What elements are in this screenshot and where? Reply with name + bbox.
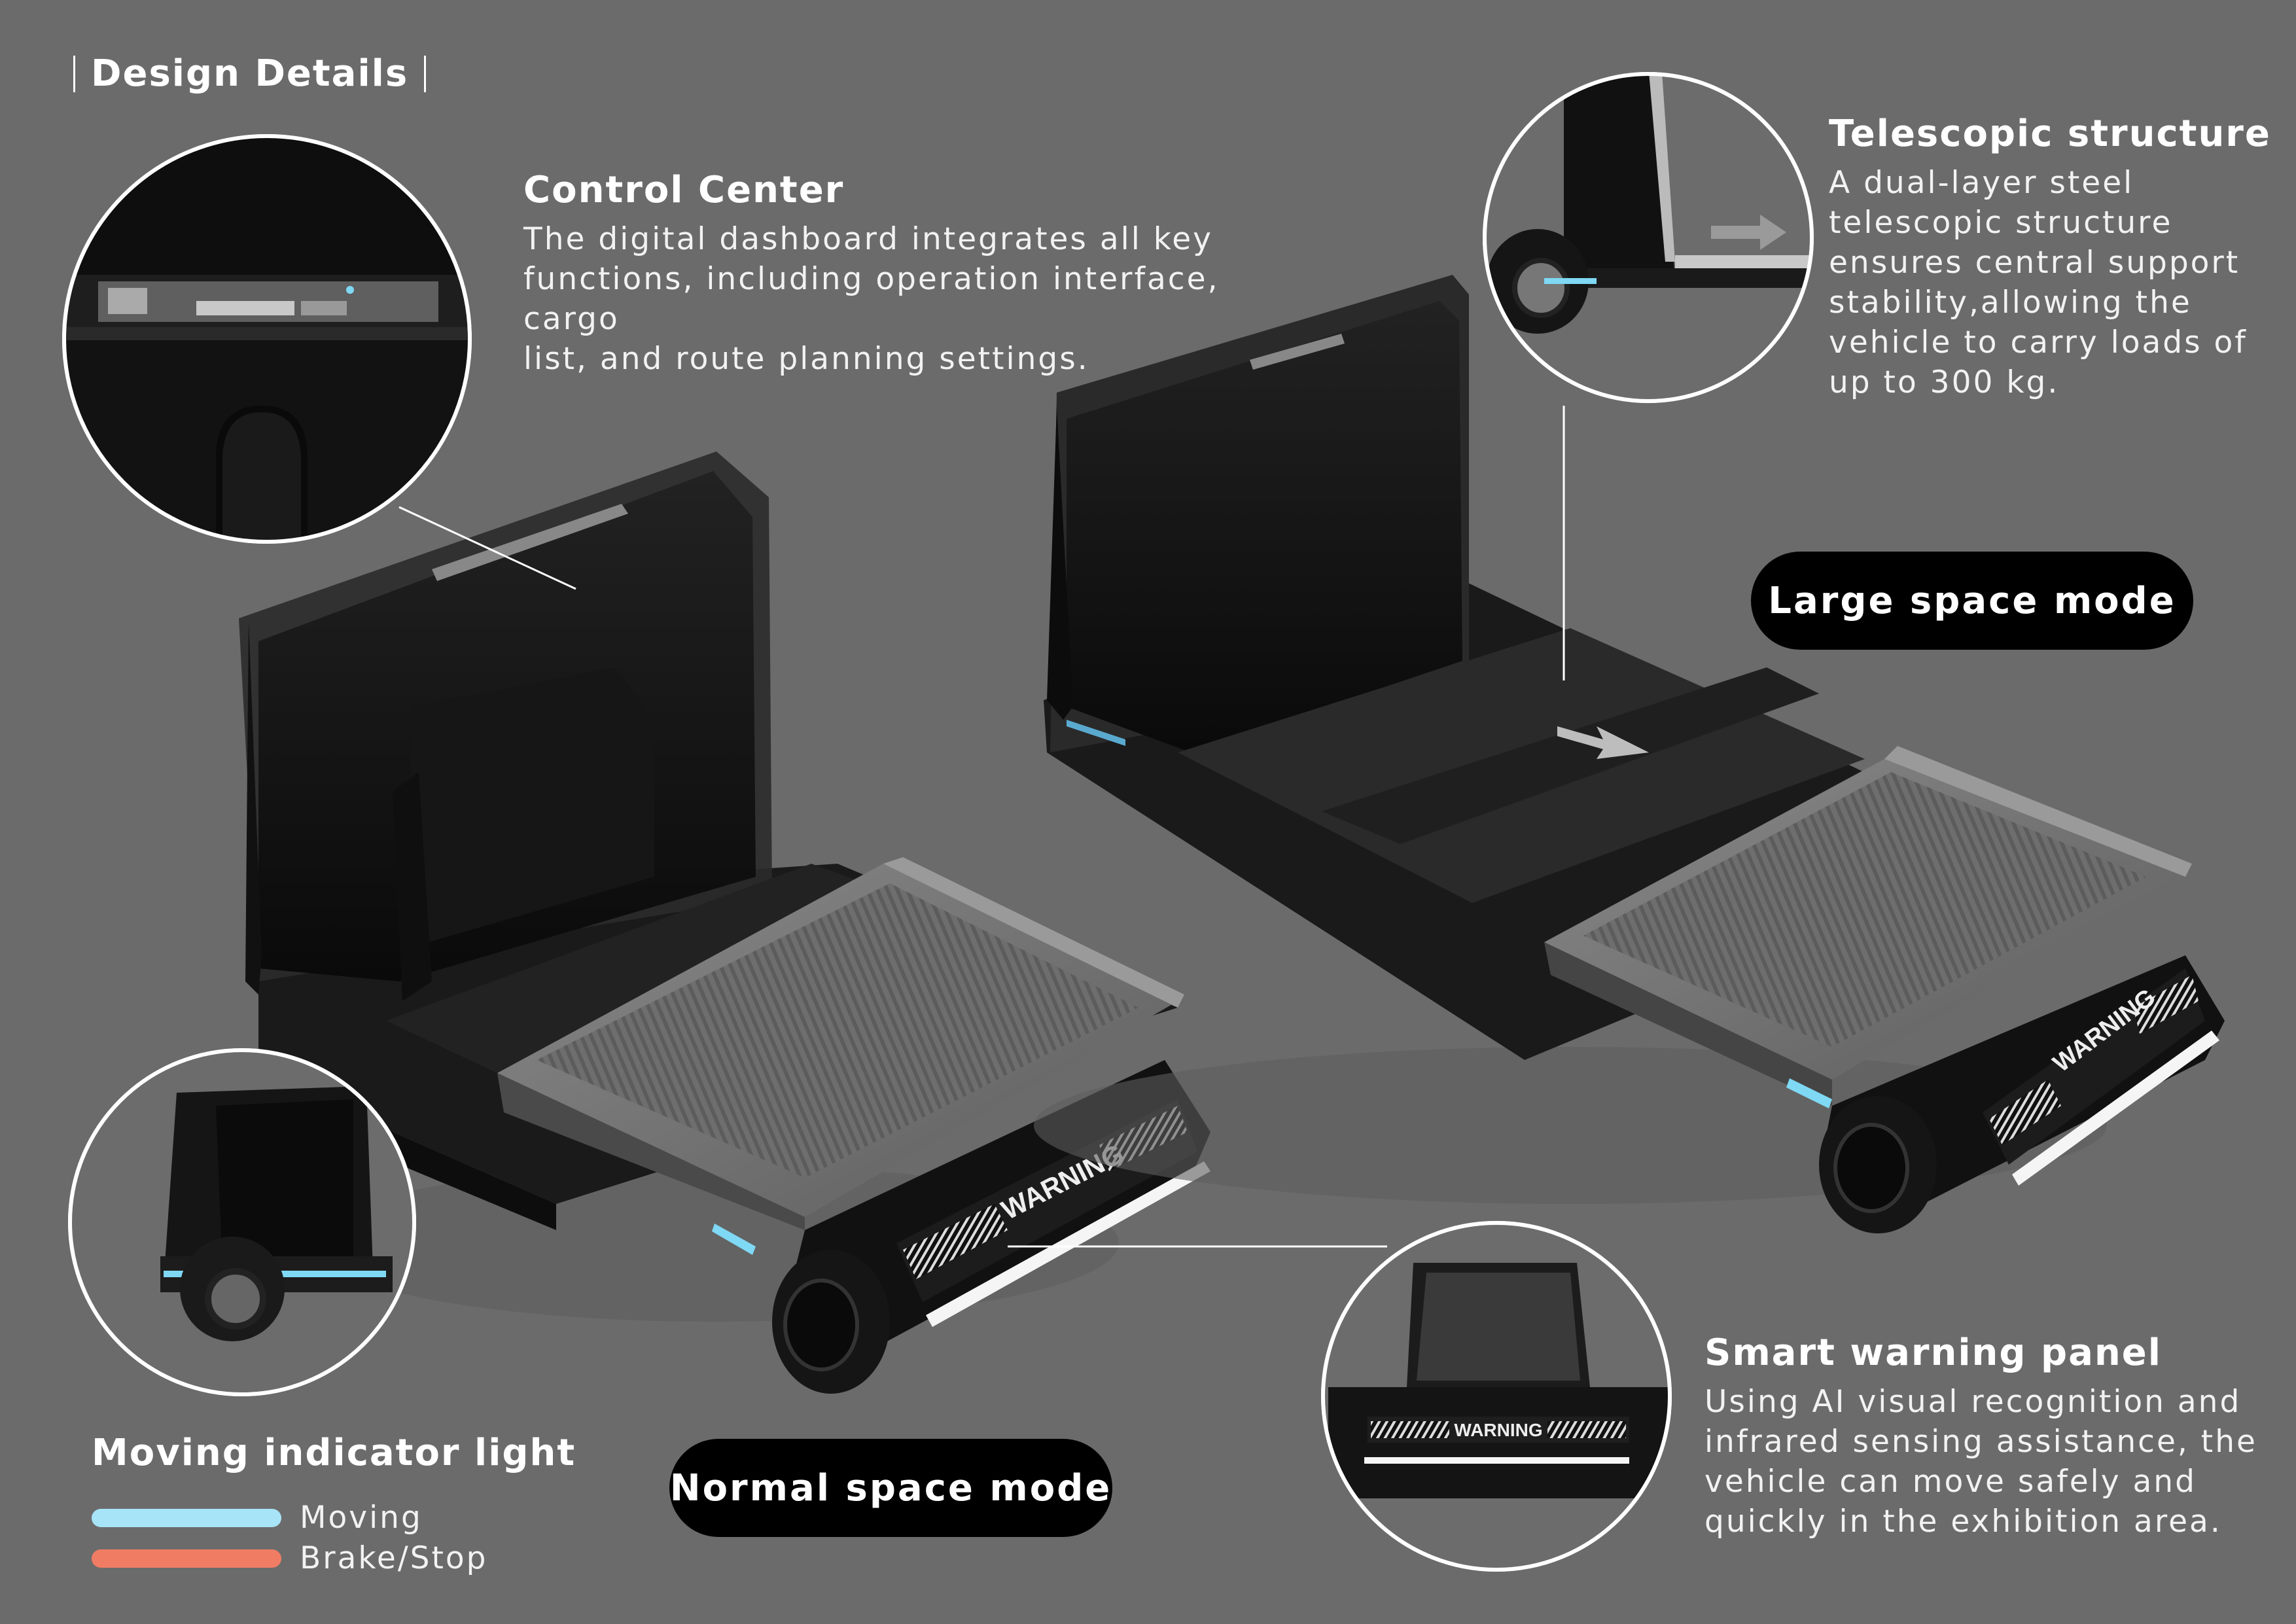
callout-line: infrared sensing assistance, the — [1704, 1424, 2257, 1460]
legend-title: Moving indicator light — [92, 1432, 576, 1474]
callout-line: A dual-layer steel — [1829, 165, 2134, 201]
legend-swatch — [92, 1549, 281, 1568]
callout-title: Smart warning panel — [1704, 1332, 2162, 1374]
callout-warning-panel: Smart warning panel Using AI visual reco… — [1704, 1332, 2280, 1542]
detail-circle-warning-panel: WARNING — [1321, 1221, 1672, 1572]
callout-line: telescopic structure — [1829, 205, 2173, 241]
vehicle-large-mode: WARNING — [1034, 275, 2225, 1233]
mode-badge-normal: Normal space mode — [669, 1439, 1112, 1537]
detail-circle-telescopic — [1483, 72, 1814, 403]
callout-line: vehicle can move safely and — [1704, 1464, 2197, 1500]
callout-line: quickly in the exhibition area. — [1704, 1504, 2222, 1540]
mode-badge-large: Large space mode — [1751, 552, 2193, 650]
vehicle-normal-mode: WARNING — [239, 451, 1210, 1394]
callout-line: functions, including operation interface… — [523, 261, 1220, 337]
callout-description: A dual-layer steel telescopic structure … — [1829, 163, 2287, 402]
detail-circle-control-center — [62, 134, 472, 544]
page-heading: Design Details — [73, 52, 442, 95]
callout-line: ensures central support — [1829, 245, 2240, 281]
legend-swatch — [92, 1508, 281, 1527]
connector-lines — [398, 406, 1565, 1248]
legend-item-moving: Moving — [92, 1500, 423, 1536]
warning-label-detail: WARNING — [1454, 1420, 1542, 1440]
page-title: Design Details — [91, 52, 409, 95]
legend-label: Moving — [300, 1500, 423, 1536]
callout-line: The digital dashboard integrates all key — [523, 221, 1213, 257]
callout-telescopic: Telescopic structure A dual-layer steel … — [1829, 113, 2287, 402]
callout-title: Control Center — [523, 169, 845, 211]
callout-line: stability,allowing the — [1829, 285, 2192, 321]
callout-line: Using AI visual recognition and — [1704, 1384, 2242, 1420]
mode-badge-label: Normal space mode — [669, 1466, 1112, 1509]
callout-title: Telescopic structure — [1829, 113, 2271, 155]
callout-line: up to 300 kg. — [1829, 364, 2060, 400]
callout-line: vehicle to carry loads of — [1829, 325, 2248, 361]
mode-badge-label: Large space mode — [1768, 579, 2176, 622]
callout-line: list, and route planning settings. — [523, 341, 1089, 377]
legend-item-brake: Brake/Stop — [92, 1540, 488, 1576]
callout-description: Using AI visual recognition and infrared… — [1704, 1382, 2280, 1542]
heading-divider — [424, 55, 427, 92]
callout-description: The digital dashboard integrates all key… — [523, 219, 1309, 379]
detail-circle-indicator — [68, 1048, 416, 1396]
heading-divider — [73, 55, 75, 92]
legend-label: Brake/Stop — [300, 1540, 488, 1576]
callout-control-center: Control Center The digital dashboard int… — [523, 169, 1309, 379]
